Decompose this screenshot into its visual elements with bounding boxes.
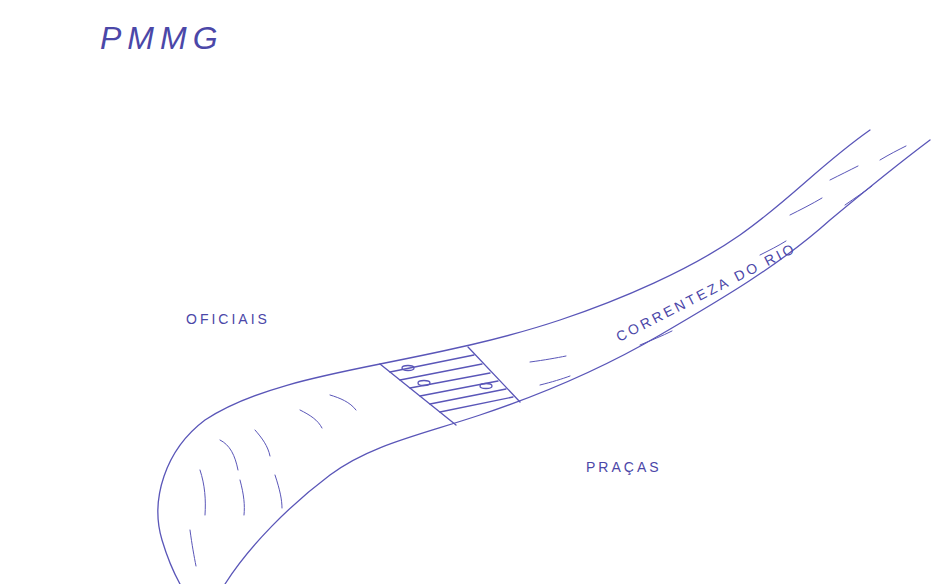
river-upper-bank bbox=[158, 130, 870, 584]
bridge-plank bbox=[420, 381, 498, 396]
bridge-plank bbox=[410, 373, 490, 388]
bridge-post bbox=[418, 381, 430, 386]
bridge-plank bbox=[430, 389, 506, 404]
river-lower-bank bbox=[225, 140, 930, 584]
region-label: OFICIAIS bbox=[186, 312, 270, 326]
region-label: PRAÇAS bbox=[586, 460, 662, 474]
bridge-plank bbox=[390, 355, 474, 372]
bridge-edge bbox=[468, 347, 520, 402]
bridge-edge bbox=[380, 364, 456, 425]
bridge-plank bbox=[400, 364, 482, 380]
bridge-post bbox=[480, 384, 492, 389]
bridge-plank bbox=[440, 397, 513, 412]
water-strokes bbox=[190, 146, 906, 566]
page-title: PMMG bbox=[100, 22, 224, 54]
bridge-post bbox=[402, 366, 414, 371]
